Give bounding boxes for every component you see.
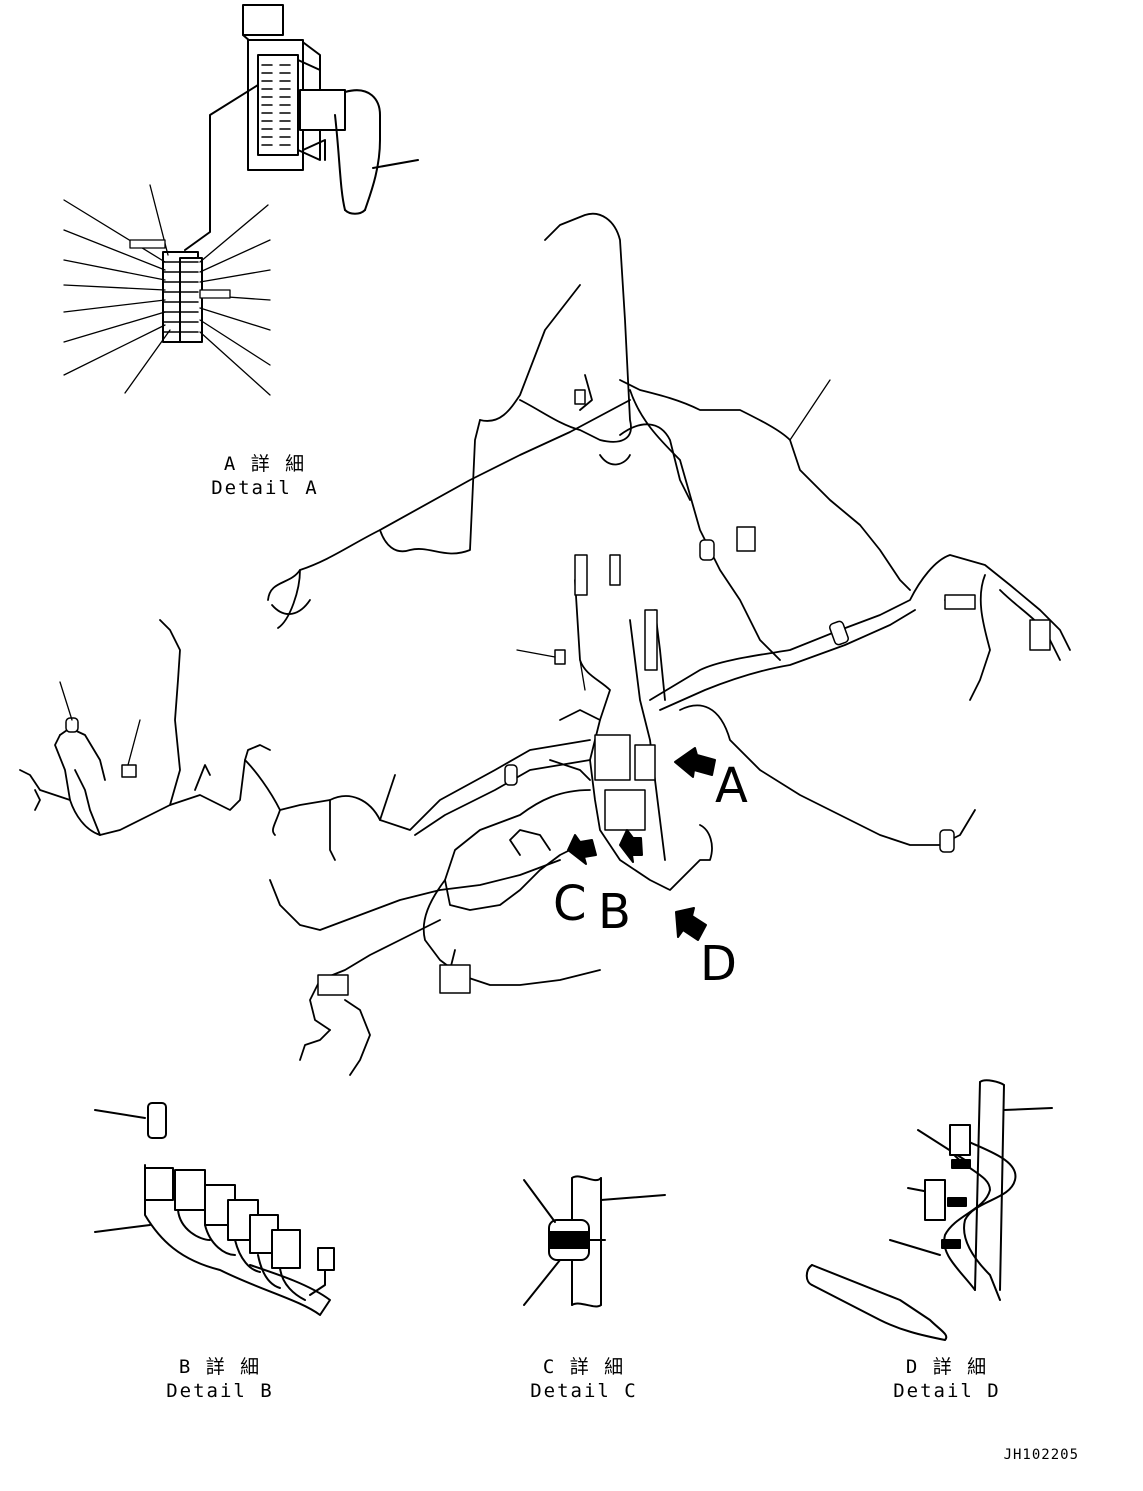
detail-d-title: D 詳 細 — [905, 1356, 989, 1378]
callout-d-label: D — [700, 936, 737, 992]
drawing-code: JH102205 — [1003, 1447, 1079, 1463]
callout-a-label: A — [715, 758, 748, 814]
main-harness — [19, 212, 1071, 1076]
arrow-a-icon — [674, 747, 716, 778]
arrow-c-icon — [567, 834, 597, 865]
detail-a-caption: A 詳 細 Detail A — [205, 452, 325, 500]
detail-b-title: B 詳 細 — [178, 1356, 262, 1378]
detail-c-caption: C 詳 細 Detail C — [524, 1355, 644, 1403]
detail-a-fuse-box — [184, 4, 419, 251]
detail-c-subtitle: Detail C — [530, 1380, 638, 1402]
detail-c-clamp — [523, 1175, 666, 1308]
detail-d-wrapping — [805, 1079, 1053, 1341]
callout-arrows — [567, 747, 716, 941]
detail-b-relay-block — [94, 1102, 335, 1316]
detail-c-title: C 詳 細 — [542, 1356, 626, 1378]
detail-b-subtitle: Detail B — [166, 1380, 274, 1402]
detail-a-subtitle: Detail A — [211, 477, 319, 499]
detail-d-subtitle: Detail D — [893, 1380, 1001, 1402]
detail-d-caption: D 詳 細 Detail D — [887, 1355, 1007, 1403]
callout-b-label: B — [598, 884, 631, 940]
detail-b-caption: B 詳 細 Detail B — [160, 1355, 280, 1403]
arrow-b-icon — [619, 829, 643, 863]
arrow-d-icon — [675, 907, 707, 941]
detail-a-title: A 詳 細 — [223, 453, 307, 475]
callout-c-label: C — [553, 876, 587, 932]
detail-a-fuse-stack — [63, 184, 271, 396]
